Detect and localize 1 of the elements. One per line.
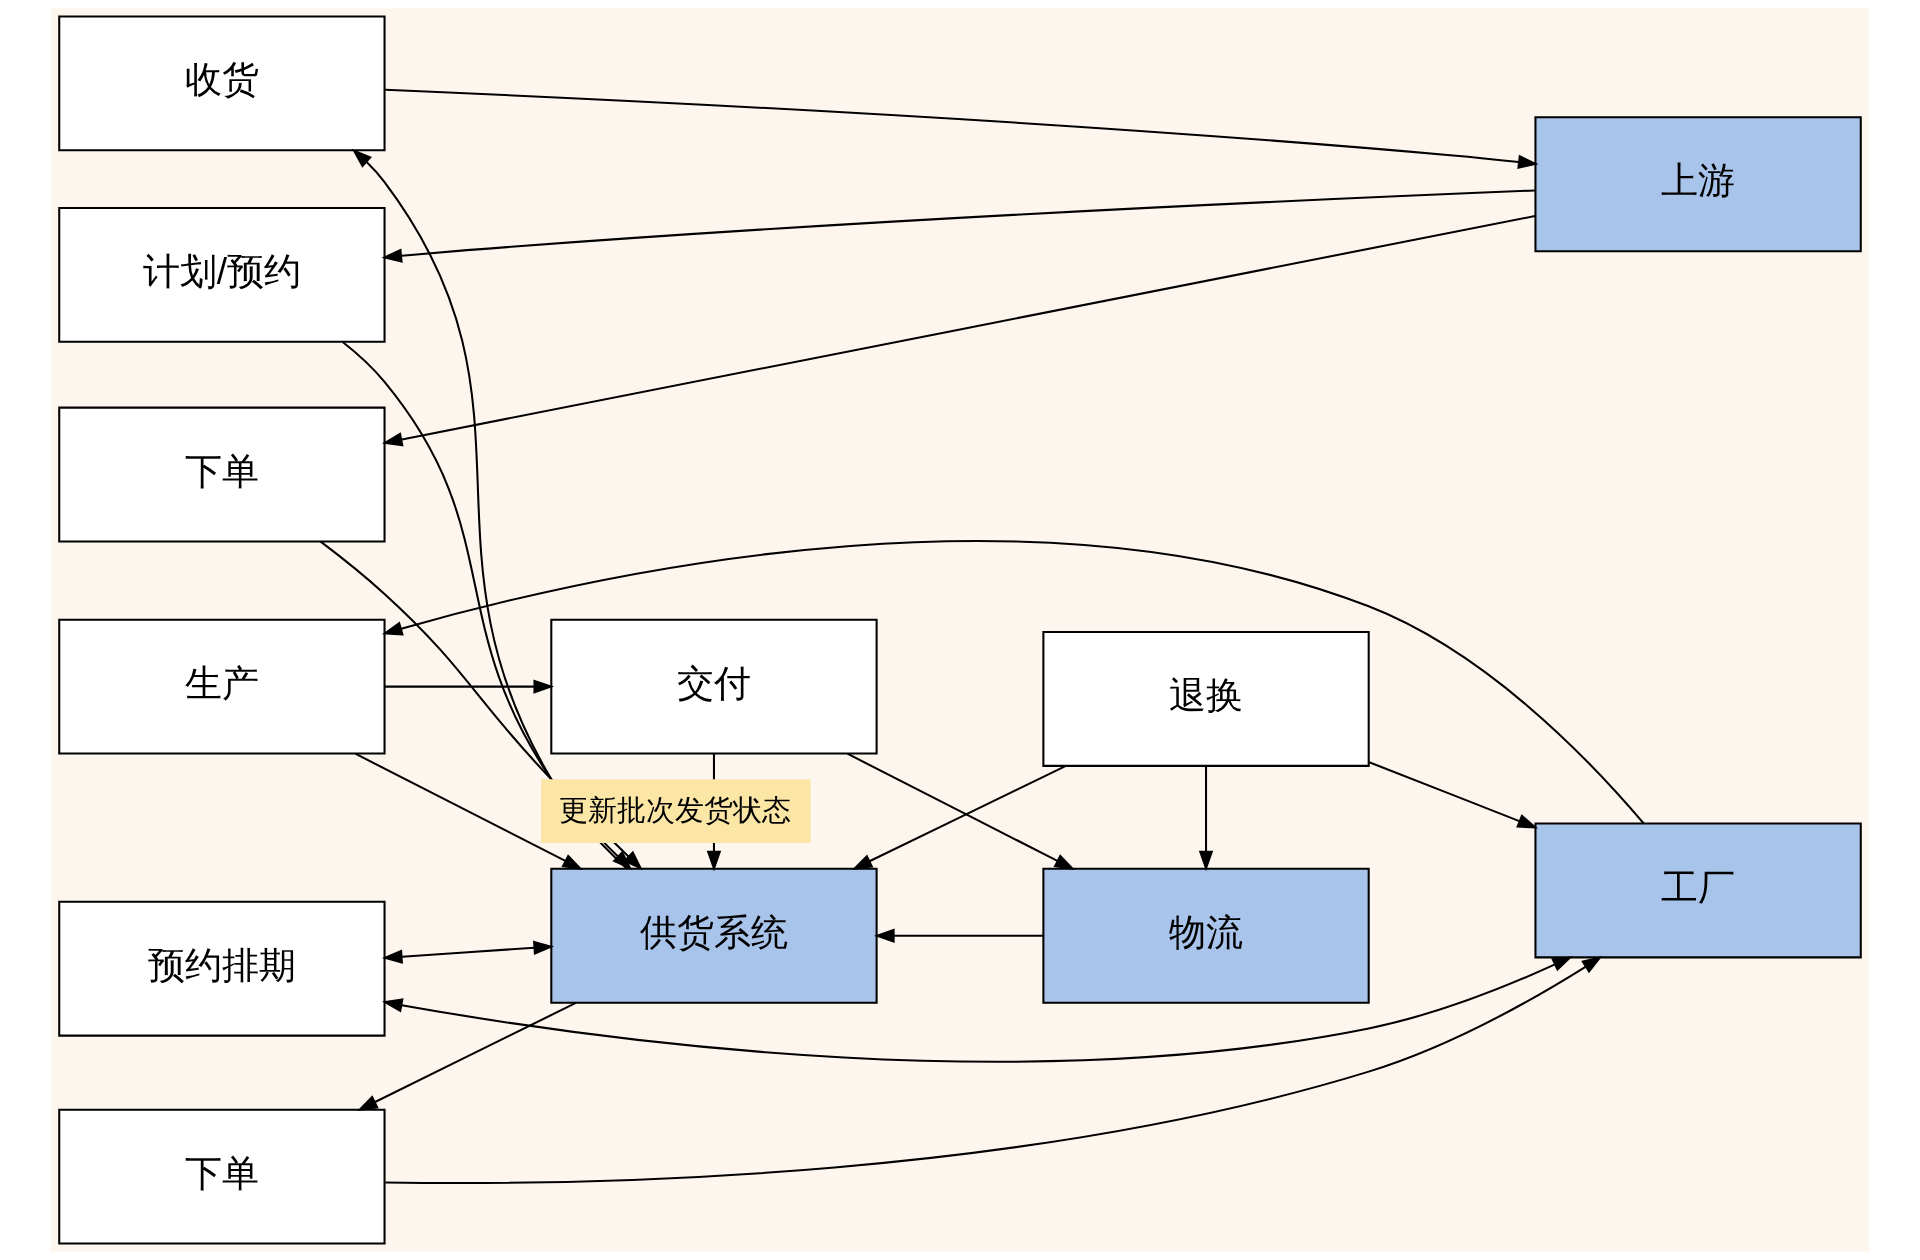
edge-label: 更新批次发货状态 [558,793,791,826]
